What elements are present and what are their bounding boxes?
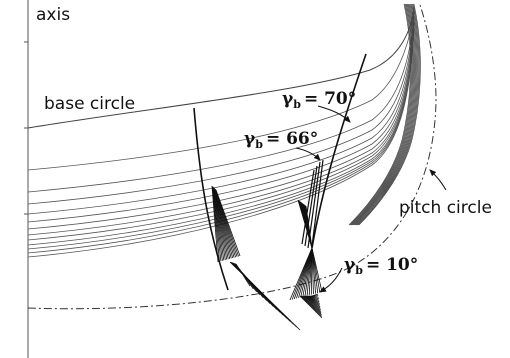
fan-line (213, 187, 229, 260)
fan-line (214, 188, 235, 258)
arrow-70 (317, 105, 351, 123)
fan-line (307, 295, 320, 303)
flank-curve (355, 3, 419, 226)
angle-label-70: γb= 70° (282, 89, 356, 111)
tooth-arc (27, 15, 415, 223)
fan-line (306, 295, 320, 304)
fan-line (215, 189, 241, 257)
base-circle-arc (27, 5, 415, 129)
flank-curve (355, 3, 418, 226)
fan-line (302, 295, 322, 314)
fan-line (213, 188, 231, 259)
tooth-arc (27, 11, 415, 215)
fan-line (304, 295, 321, 309)
axis-label: axis (36, 5, 70, 25)
fan-line (212, 186, 223, 261)
fan-line (303, 295, 321, 311)
arrow-66 (295, 147, 321, 161)
right-flank-curves (348, 3, 421, 226)
generator-lines-66 (301, 159, 324, 249)
fan-line (212, 186, 222, 262)
fan-line (214, 188, 234, 259)
tooth-arc (27, 9, 415, 205)
flank-curve (348, 3, 411, 226)
flank-curve (350, 3, 413, 226)
fan-line (213, 187, 228, 260)
flank-curve (358, 3, 421, 226)
fan-line (305, 295, 321, 308)
fan-line (311, 293, 319, 297)
tooth-surface-arcs (27, 9, 415, 258)
flank-curve (349, 3, 412, 226)
angle-label-66: γb= 66° (244, 129, 318, 151)
flank-curve (352, 3, 415, 226)
fan-line (214, 188, 232, 259)
tooth-arc (27, 9, 415, 171)
fan-line (212, 187, 226, 261)
fan-line (211, 186, 220, 262)
angle-label-10: γb= 10° (344, 255, 418, 277)
fan-line (305, 205, 313, 249)
fan-line (235, 263, 251, 287)
tooth-fan-right (289, 199, 323, 319)
fan-line (311, 247, 323, 293)
pitch-circle-label: pitch circle (399, 198, 492, 218)
tooth-arc (27, 18, 415, 230)
flank-curve (356, 3, 419, 226)
flank-curve (357, 3, 420, 226)
arrow-10 (319, 267, 343, 293)
fan-line (211, 185, 219, 263)
generator-line-left (193, 107, 229, 291)
fan-line (301, 295, 322, 316)
tooth-fan-left (211, 185, 301, 331)
generator-line-70 (311, 53, 367, 249)
flank-curve (353, 3, 416, 226)
pitch-circle-arc (27, 4, 437, 310)
fan-line (299, 295, 323, 319)
tooth-arc (27, 22, 415, 258)
flank-curve (351, 3, 414, 226)
flank-curve (354, 3, 417, 226)
fan-line (306, 295, 321, 306)
fan-line (308, 295, 320, 301)
fan-line (212, 187, 225, 261)
base-circle-label: base circle (44, 94, 135, 114)
fan-line (302, 295, 322, 312)
fan-line (300, 295, 323, 317)
arrow-pitch-circle (429, 169, 447, 191)
